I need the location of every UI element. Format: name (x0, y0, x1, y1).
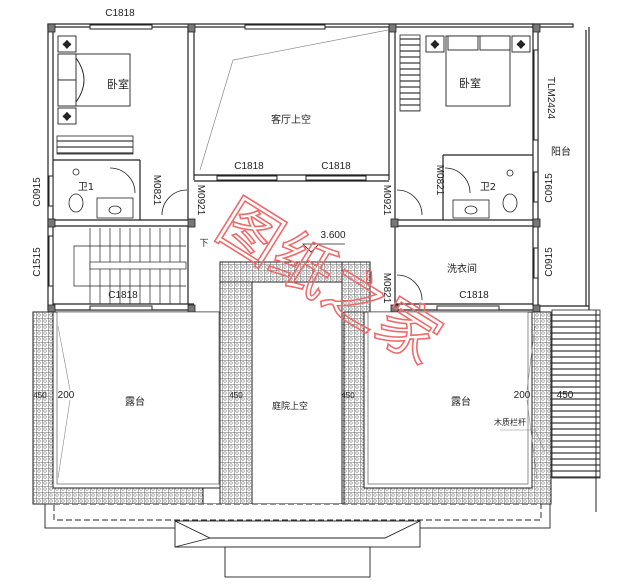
elevation-marker (302, 243, 345, 253)
room-balcony: 阳台 (551, 145, 571, 158)
bath1-fixtures (68, 167, 188, 219)
door-label-bath1: M0821 (151, 175, 162, 206)
bath2-fixtures (396, 167, 518, 301)
svg-text:✥: ✥ (517, 40, 525, 51)
svg-text:✥: ✥ (431, 40, 439, 51)
courtyard-void (251, 281, 343, 505)
vertical-labels: C0915 C1515 M0821 M0921 M0921 M0821 M082… (32, 77, 556, 304)
room-bath2: 卫2 (480, 182, 496, 193)
terrace-right (343, 311, 552, 505)
room-bedroom-left: 卧室 (107, 77, 129, 91)
window-label-stair-side: C1515 (32, 247, 43, 277)
balcony-door-label: TLM2424 (545, 77, 556, 120)
court-wall-left (219, 261, 253, 505)
room-bath1: 卫1 (78, 182, 94, 193)
elevation-label: 3.600 (320, 230, 345, 241)
void-line (199, 29, 389, 171)
staircase (73, 228, 187, 304)
dim-left-ledge: 450 (33, 391, 47, 400)
room-terrace-left: 露台 (125, 395, 145, 408)
window-label-top: C1818 (105, 8, 135, 19)
bed-right-icon: ✥ ✥ (425, 35, 531, 107)
wooden-railing (551, 309, 601, 512)
svg-text:✥: ✥ (63, 40, 71, 51)
window-label-bath1-side: C0915 (32, 177, 43, 207)
svg-text:✥: ✥ (63, 112, 71, 123)
dim-right-railing: 200 (514, 390, 531, 401)
dim-right-ledge: 450 (557, 390, 574, 401)
room-bedroom-right: 卧室 (459, 76, 481, 90)
window-label-laundry-side: C0915 (544, 247, 555, 277)
window-label-living-left: C1818 (234, 161, 264, 172)
dim-left-railing: 200 (58, 390, 75, 401)
window-label-living-right: C1818 (321, 161, 351, 172)
window-label-bath2-side: C0915 (544, 173, 555, 203)
bed-left-icon: ✥ ✥ (57, 35, 131, 125)
dim-court-right: 450 (341, 391, 355, 400)
railing-note: 木质栏杆 (494, 417, 526, 427)
windows (48, 24, 539, 311)
room-living-void: 客厅上空 (271, 113, 311, 126)
door-label-bedroom-right: M0921 (381, 185, 392, 216)
room-courtyard-void: 庭院上空 (272, 400, 308, 412)
window-label-laundry: C1818 (459, 290, 489, 301)
terrace-left (32, 311, 224, 505)
door-label-bedroom-left: M0921 (195, 185, 206, 216)
entry-canopy (44, 503, 551, 578)
room-terrace-right: 露台 (451, 395, 471, 408)
door-label-laundry: M0821 (381, 273, 392, 304)
labels: C1818 卧室 客厅上空 卧室 C1818 C1818 卫1 卫2 阳台 洗衣… (33, 8, 573, 427)
door-label-bath2: M0821 (434, 165, 445, 196)
room-laundry: 洗衣间 (447, 262, 477, 275)
stair-down-label: 下 (199, 239, 208, 249)
leader-lines (57, 325, 546, 479)
dim-court-left: 450 (229, 391, 243, 400)
wardrobe-left-icon (56, 135, 134, 155)
window-label-stair: C1818 (108, 290, 138, 301)
wardrobe-right-icon (399, 34, 421, 112)
